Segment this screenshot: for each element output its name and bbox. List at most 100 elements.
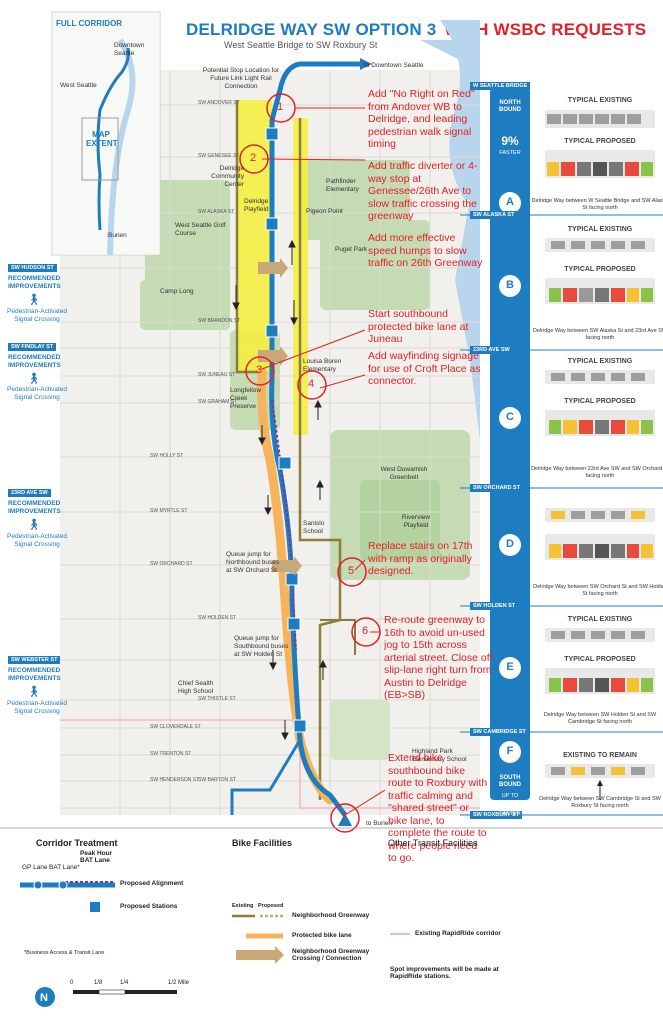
inset-label-west-seattle: West Seattle: [60, 82, 97, 89]
segment-markers: [499, 192, 521, 763]
street-label: SW TRENTON ST: [150, 751, 192, 757]
river-water: [420, 40, 480, 440]
segment-letter: B: [506, 279, 514, 291]
street-label: SW HENDERSON ST: [150, 777, 200, 783]
peak-bat-lane: [271, 399, 297, 651]
request-note-3: Start southbound protected bike lane at …: [368, 308, 469, 345]
panel-existing-label: TYPICAL EXISTING: [567, 616, 633, 623]
legend-crossing: Neighborhood Greenway Crossing / Connect…: [292, 948, 370, 962]
pedestrian-icon: 🚶︎: [27, 373, 41, 385]
request-number: 7: [341, 811, 348, 823]
segment-letter: C: [506, 411, 514, 423]
north-arrow: [35, 987, 55, 1007]
scale-label: 1/8: [94, 980, 103, 986]
street-label: SW JUNEAU ST: [198, 372, 236, 378]
legend-station-swatch: [90, 902, 100, 912]
highland-park-area: [330, 700, 390, 760]
street-label: SW MYRTLE ST: [150, 508, 188, 514]
request-note-5: Replace stairs on 17th with ramp as orig…: [368, 540, 473, 577]
panel-existing-label: TYPICAL EXISTING: [567, 358, 633, 365]
inset-corridor: [96, 47, 130, 231]
cross-street-tag: SW ORCHARD ST: [470, 484, 524, 492]
panel-caption: Delridge Way between 23rd Ave SW and SW …: [531, 466, 663, 479]
section-schematics: [545, 110, 655, 800]
panel-proposed-label: TYPICAL PROPOSED: [564, 266, 636, 273]
label-sanislo: Sanislo School: [303, 520, 325, 535]
request-circle-3: [245, 356, 275, 386]
station: [287, 617, 301, 631]
request-circle-4: [297, 370, 327, 400]
segment-letter: D: [506, 538, 514, 550]
request-circle-2: [239, 144, 269, 174]
panel-proposed-label: TYPICAL PROPOSED: [564, 656, 636, 663]
request-number: 4: [308, 378, 315, 390]
rapidride-corridor: [60, 719, 480, 809]
inset-water: [107, 38, 136, 256]
rec-detail: Pedestrian-Activated Signal Crossing: [7, 386, 67, 401]
crossing-connections: [258, 258, 302, 576]
puget-park-area: [320, 220, 430, 310]
rec-detail: Pedestrian-Activated Signal Crossing: [7, 700, 67, 715]
cross-street-tag: SW CAMBRIDGE ST: [470, 728, 529, 736]
request-circle-7: [330, 803, 360, 833]
title-main: DELRIDGE WAY SW OPTION 3: [186, 20, 437, 39]
street-label: SW ALASKA ST: [198, 209, 235, 215]
street-label: SW HOLDEN ST: [198, 615, 237, 621]
label-delridge-playfield: Delridge Playfield: [244, 198, 269, 213]
cross-street-tag: 23RD AVE SW: [470, 346, 513, 354]
label-puget-park: Puget Park: [335, 246, 368, 253]
label-riverview: Riverview Playfield: [401, 514, 431, 529]
request-note-4: Add wayfinding signage for use of Croft …: [368, 350, 481, 387]
label-potential-stop: Potential Stop Location for Future Link …: [202, 67, 280, 90]
label-louisa-boren: Louisa Boren Elementary: [303, 358, 342, 373]
segment-letter: F: [506, 745, 514, 757]
greenway-jog: [320, 619, 356, 655]
page-title: DELRIDGE WAY SW OPTION 3 WITH WSBC REQUES…: [186, 20, 646, 40]
rec-street-tag: SW WEBSTER ST: [8, 656, 61, 664]
rec-detail: Pedestrian-Activated Signal Crossing: [7, 308, 67, 323]
title-request: WITH WSBC REQUESTS: [444, 20, 647, 39]
request-leaders: [261, 107, 386, 816]
legend-spot-note: Spot improvements will be made at RapidR…: [390, 966, 499, 980]
panel-proposed-label: TYPICAL PROPOSED: [564, 398, 636, 405]
pedestrian-icon: 🚶︎: [27, 686, 41, 698]
to-downtown-arrow: [360, 58, 372, 70]
label-queue-south: Queue jump for Southbound buses at SW Ho…: [234, 635, 289, 658]
rec-street-tag: 23RD AVE SW: [8, 489, 51, 497]
rec-title: RECOMMENDED IMPROVEMENTS: [8, 354, 61, 369]
panel-existing-label: EXISTING TO REMAIN: [563, 752, 637, 759]
street-label: SW BARTON ST: [198, 777, 236, 783]
crossing-arrow: [272, 556, 302, 576]
label-west-duwamish: West Duwamish Greenbelt: [380, 466, 428, 481]
south-label: SOUTH BOUND: [499, 775, 521, 788]
south-pct-text: 16%: [498, 799, 522, 811]
direction-arrows: [232, 239, 327, 741]
request-note-7: Extend bike southbound bike route to Rox…: [388, 752, 488, 864]
segment-letter: E: [506, 661, 514, 673]
request-markers: [239, 93, 381, 833]
cross-street-tag: SW HOLDEN ST: [470, 602, 519, 610]
panel-caption: Delridge Way between W Seattle Bridge an…: [531, 198, 663, 211]
rec-detail: Pedestrian-Activated Signal Crossing: [7, 533, 67, 548]
street-label: SW THISTLE ST: [198, 696, 236, 702]
pedestrian-icon: 🚶︎: [27, 519, 41, 531]
label-queue-north: Queue jump for Northbound buses at SW Or…: [226, 551, 280, 574]
station: [293, 719, 307, 733]
crossing-arrow: [258, 346, 288, 366]
rec-title: RECOMMENDED IMPROVEMENTS: [8, 275, 61, 290]
bay-water: [440, 20, 480, 200]
south-pct-prefix: UP TO: [501, 793, 519, 799]
legend-rapidride: Existing RapidRide corridor: [415, 930, 501, 937]
label-chief-sealth: Chief Sealth High School: [178, 680, 214, 695]
panel-caption: Delridge Way between SW Cambridge St and…: [539, 796, 661, 809]
rec-title: RECOMMENDED IMPROVEMENTS: [8, 667, 61, 682]
inset-label-downtown: Downtown Seattle: [114, 42, 145, 57]
legend-gp-lane: GP Lane: [22, 864, 48, 871]
station: [265, 217, 279, 231]
legend-bike-title: Bike Facilities: [232, 838, 293, 848]
label-longfellow: Longfellow Creek Preserve: [230, 387, 262, 410]
label-delridge-cc: Delridge Community Center: [211, 165, 244, 188]
panel-proposed-label: TYPICAL PROPOSED: [564, 138, 636, 145]
inset-extent-box: [81, 117, 119, 181]
pedestrian-icon: 🚶︎: [27, 294, 41, 306]
